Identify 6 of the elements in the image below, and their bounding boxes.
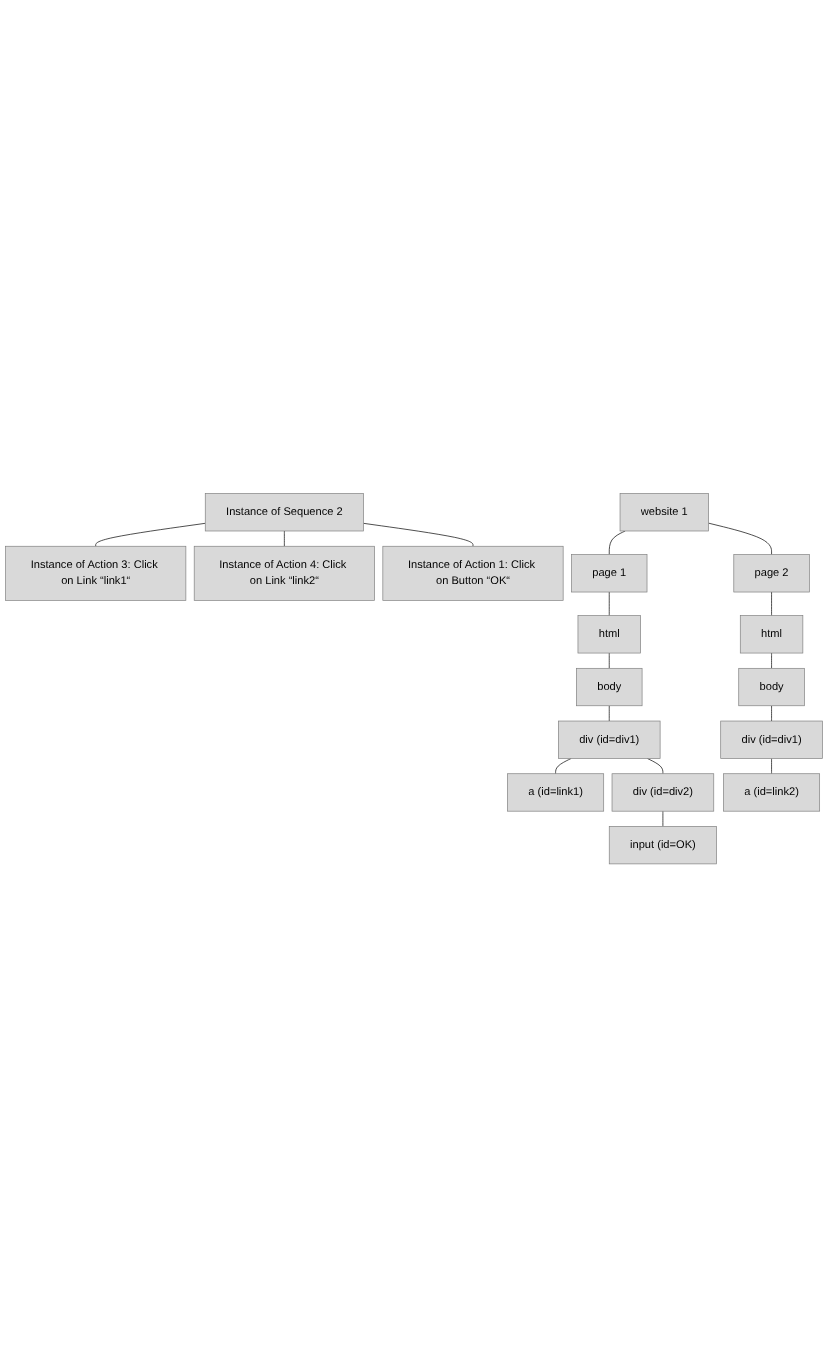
connector	[555, 757, 572, 774]
connector	[95, 522, 206, 546]
connector	[363, 522, 474, 546]
connector	[647, 757, 664, 774]
connector	[608, 529, 626, 555]
connector	[708, 522, 772, 555]
